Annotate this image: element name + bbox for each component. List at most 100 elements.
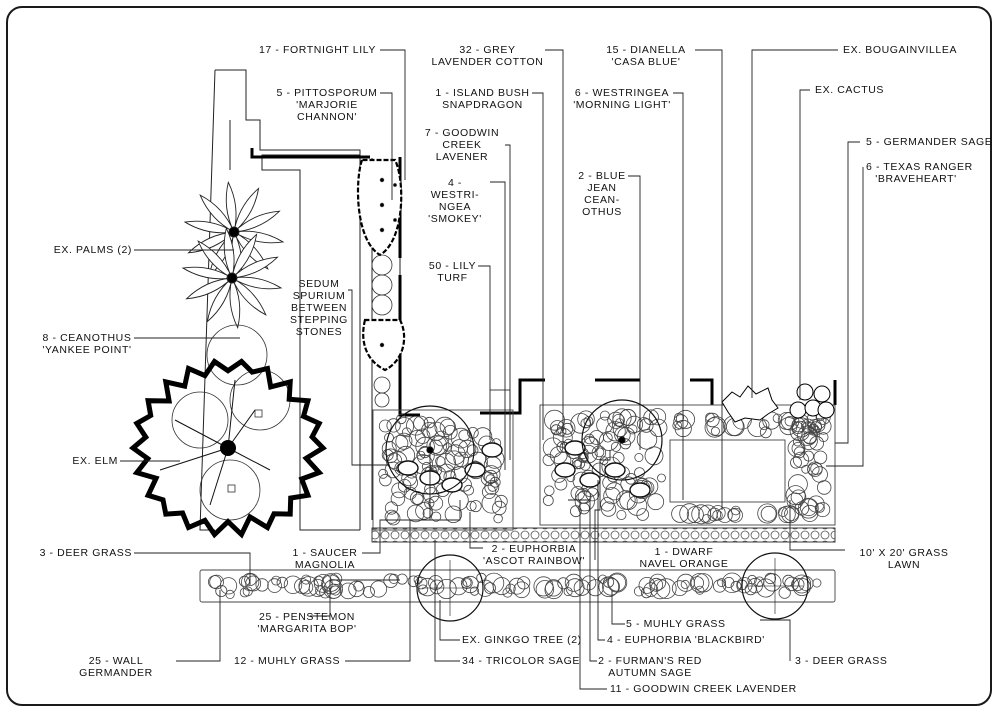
label-line: STONES: [295, 326, 343, 338]
label-deer-grass-left: 3 - DEER GRASS: [30, 547, 132, 559]
label-line: 1 - SAUCER: [292, 547, 358, 559]
label-muhly-5: 5 - MUHLY GRASS: [626, 618, 726, 630]
label-line: LAWN: [887, 559, 921, 571]
label-goodwin-creek-bottom: 11 - GOODWIN CREEK LAVENDER: [610, 683, 797, 695]
label-line: 32 - GREY: [459, 44, 516, 56]
label-line: 'YANKEE POINT': [42, 344, 132, 356]
elm-tree-icon: [128, 358, 327, 539]
label-line: LAVENDER COTTON: [431, 56, 544, 68]
label-line: EX. GINKGO TREE (2): [462, 634, 582, 646]
label-line: CEAN-: [584, 194, 620, 206]
cactus-icon: [789, 383, 835, 419]
leader-lines: [120, 49, 864, 690]
label-line: JEAN: [587, 182, 617, 194]
label-line: CHANNON': [297, 111, 357, 123]
label-line: 6 - TEXAS RANGER: [866, 161, 973, 173]
label-line: 34 - TRICOLOR SAGE: [462, 655, 580, 667]
label-line: 'ASCOT RAINBOW': [482, 555, 586, 567]
label-line: GERMANDER: [79, 667, 153, 679]
label-line: 2 - BLUE: [578, 170, 626, 182]
label-line: BETWEEN: [290, 302, 348, 314]
label-tricolor-sage: 34 - TRICOLOR SAGE: [462, 655, 580, 667]
label-line: 2 - FURMAN'S RED: [598, 655, 702, 667]
label-cactus: EX. CACTUS: [815, 84, 884, 96]
label-line: 'CASA BLUE': [611, 56, 681, 68]
label-line: EX. PALMS (2): [53, 244, 132, 256]
ginkgo-tree-icon: [416, 552, 809, 622]
label-line: EX. BOUGAINVILLEA: [843, 44, 958, 56]
label-line: 8 - CEANOTHUS: [42, 332, 132, 344]
wall-band: [371, 527, 836, 543]
shrub-clusters: [207, 408, 832, 600]
label-line: 15 - DIANELLA: [606, 44, 686, 56]
label-line: 12 - MUHLY GRASS: [234, 655, 341, 667]
label-westringea-morning: 6 - WESTRINGEA'MORNING LIGHT': [570, 87, 674, 111]
label-line: 5 - MUHLY GRASS: [626, 618, 726, 630]
label-bougainvillea: EX. BOUGAINVILLEA: [843, 44, 957, 56]
label-texas-ranger: 6 - TEXAS RANGER'BRAVEHEART': [866, 161, 973, 185]
label-line: SPURIUM: [292, 290, 346, 302]
label-line: 'MORNING LIGHT': [573, 99, 671, 111]
label-line: 'SMOKEY': [428, 213, 482, 225]
dwarf-orange-tree-icon: [581, 399, 663, 481]
stepping-stone-column: [356, 158, 406, 408]
label-elm: EX. ELM: [60, 455, 118, 467]
label-line: TURF: [437, 272, 468, 284]
label-line: SEDUM: [298, 278, 340, 290]
label-line: 50 - LILY: [428, 260, 477, 272]
palm-tree-icon: [181, 181, 285, 329]
label-line: 1 - DWARF: [654, 546, 714, 558]
label-line: 7 - GOODWIN: [424, 127, 500, 139]
label-line: EX. CACTUS: [815, 84, 885, 96]
label-line: 2 - EUPHORBIA: [491, 543, 577, 555]
label-line: WESTRI-: [430, 189, 480, 201]
label-line: 11 - GOODWIN CREEK LAVENDER: [610, 683, 797, 695]
label-line: 3 - DEER GRASS: [39, 547, 132, 559]
label-fortnight-lily: 17 - FORTNIGHT LILY: [240, 44, 376, 56]
label-line: 5 - PITTOSPORUM: [276, 87, 378, 99]
label-line: NAVEL ORANGE: [639, 558, 729, 570]
label-line: CREEK: [442, 139, 482, 151]
label-line: STEPPING: [290, 314, 348, 326]
label-palms: EX. PALMS (2): [40, 244, 132, 256]
label-westringea-smokey: 4 -WESTRI-NGEA'SMOKEY': [420, 177, 490, 225]
label-line: 4 -: [447, 177, 463, 189]
label-line: 'MARGARITA BOP': [257, 623, 357, 635]
label-line: 1 - ISLAND BUSH: [435, 87, 530, 99]
label-line: 6 - WESTRINGEA: [574, 87, 670, 99]
label-line: AUTUMN SAGE: [608, 667, 692, 679]
label-line: 3 - DEER GRASS: [795, 655, 888, 667]
bougainvillea-icon: [721, 385, 779, 423]
label-line: 4 - EUPHORBIA 'BLACKBIRD': [607, 634, 765, 646]
label-line: NGEA: [438, 201, 472, 213]
bed-outlines: [199, 389, 836, 603]
label-line: 25 - WALL: [88, 655, 144, 667]
label-line: 'MARJORIE: [296, 99, 358, 111]
label-line: EX. ELM: [72, 455, 118, 467]
label-ceanothus: 8 - CEANOTHUS'YANKEE POINT': [40, 332, 134, 356]
label-euphorbia-blackbird: 4 - EUPHORBIA 'BLACKBIRD': [607, 634, 765, 646]
label-penstemon: 25 - PENSTEMON'MARGARITA BOP': [246, 611, 368, 635]
label-line: SNAPDRAGON: [442, 99, 523, 111]
label-deer-grass-right: 3 - DEER GRASS: [795, 655, 887, 667]
label-line: LAVENER: [435, 151, 489, 163]
label-line: 10' X 20' GRASS: [859, 547, 949, 559]
label-muhly-12: 12 - MUHLY GRASS: [234, 655, 340, 667]
label-line: 25 - PENSTEMON: [259, 611, 355, 623]
label-line: 'BRAVEHEART': [875, 173, 957, 185]
label-dianella: 15 - DIANELLA'CASA BLUE': [596, 44, 696, 68]
